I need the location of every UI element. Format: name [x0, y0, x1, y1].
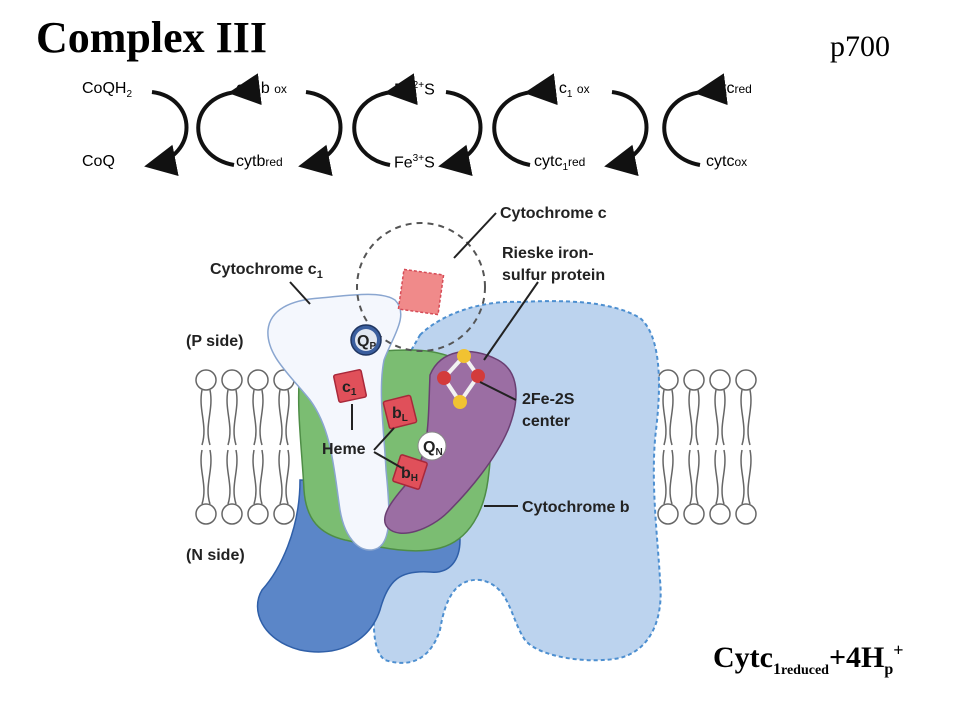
redox-arrows [144, 73, 728, 177]
arrow-pair-3 [438, 73, 558, 177]
heme-c1: c1 [333, 369, 367, 403]
heme-bl: bL [382, 394, 418, 430]
label-heme: Heme [322, 441, 366, 458]
arrow-pair-4 [604, 73, 728, 177]
label-fes-line2: center [522, 413, 570, 430]
svg-text:QP: QP [357, 333, 376, 352]
qn-site: QN [417, 431, 447, 461]
label-fes-line1: 2Fe-2S [522, 391, 575, 408]
label-cytochrome-b: Cytochrome b [522, 499, 630, 516]
arrow-pair-1 [144, 73, 262, 177]
svg-text:bH: bH [401, 465, 418, 484]
leader-lines [289, 212, 539, 507]
iron-sulfur-cluster [437, 349, 485, 409]
cytochrome-c-heme [397, 268, 445, 316]
redox-label-cytb-red: cytbred [236, 153, 283, 170]
page-reference: p700 [830, 30, 890, 63]
label-n-side: (N side) [186, 547, 245, 564]
label-p-side: (P side) [186, 333, 244, 350]
label-cytochrome-c: Cytochrome c [500, 205, 607, 222]
cytochrome-c-outline [356, 222, 486, 352]
redox-label-cytc1-red: cytc1red [534, 153, 586, 174]
redox-label-fe3s: Fe3+S [394, 153, 435, 172]
redox-label-coq: CoQ [82, 153, 115, 170]
svg-text:bL: bL [392, 405, 408, 424]
svg-text:c1: c1 [342, 379, 357, 398]
label-cytochrome-c1: Cytochrome c1 [210, 261, 323, 281]
label-rieske-line1: Rieske iron- [502, 245, 594, 262]
equation-text: Cytc1reduced+4Hp+ [713, 640, 904, 678]
slide-title: Complex III [36, 13, 268, 62]
heme-bh: bH [392, 454, 428, 490]
membrane-bilayer-right [657, 369, 757, 525]
membrane-bilayer-left [195, 369, 295, 525]
svg-text:QN: QN [423, 439, 443, 458]
qp-site: QP [350, 324, 382, 356]
cytochrome-c1-subunit [267, 293, 402, 551]
redox-label-coqh2: CoQH2 [82, 80, 133, 101]
label-rieske-line2: sulfur protein [502, 267, 605, 284]
arrow-pair-2 [298, 73, 418, 177]
redox-label-cytc-ox: cytcox [706, 153, 748, 170]
